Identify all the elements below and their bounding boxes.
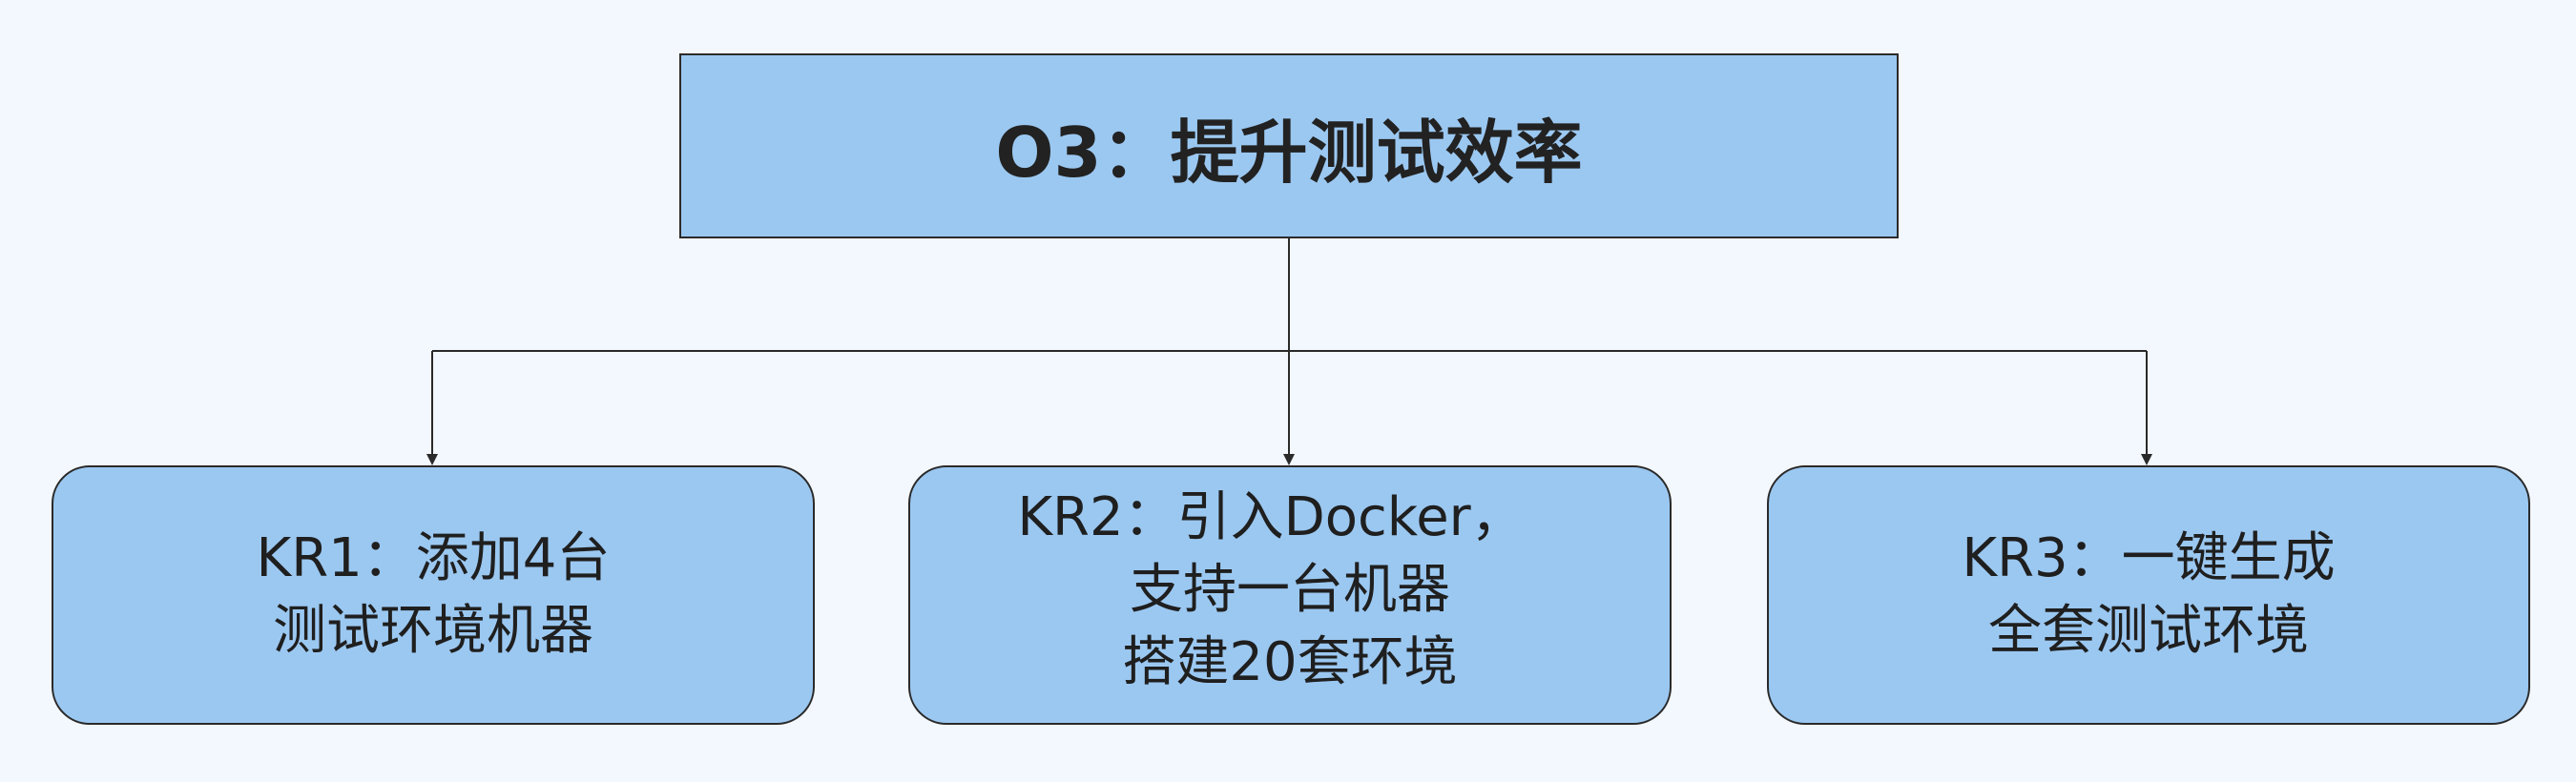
kr3-line-2: 全套测试环境 <box>1987 600 2309 662</box>
kr3-line-1: KR3：一键生成 <box>1962 527 2336 589</box>
kr2-line-3: 搭建20套环境 <box>1122 631 1458 693</box>
key-result-node-3: KR3：一键生成 全套测试环境 <box>1767 465 2530 725</box>
kr2-line-2: 支持一台机器 <box>1130 559 1450 621</box>
objective-node: O3：提升测试效率 <box>679 53 1899 238</box>
kr1-line-2: 测试环境机器 <box>272 600 593 662</box>
key-result-node-1: KR1：添加4台 测试环境机器 <box>52 465 815 725</box>
kr2-line-1: KR2：引入Docker， <box>1017 486 1525 548</box>
objective-label: O3：提升测试效率 <box>995 112 1583 193</box>
kr1-line-1: KR1：添加4台 <box>256 527 611 589</box>
key-result-node-2: KR2：引入Docker， 支持一台机器 搭建20套环境 <box>908 465 1672 725</box>
